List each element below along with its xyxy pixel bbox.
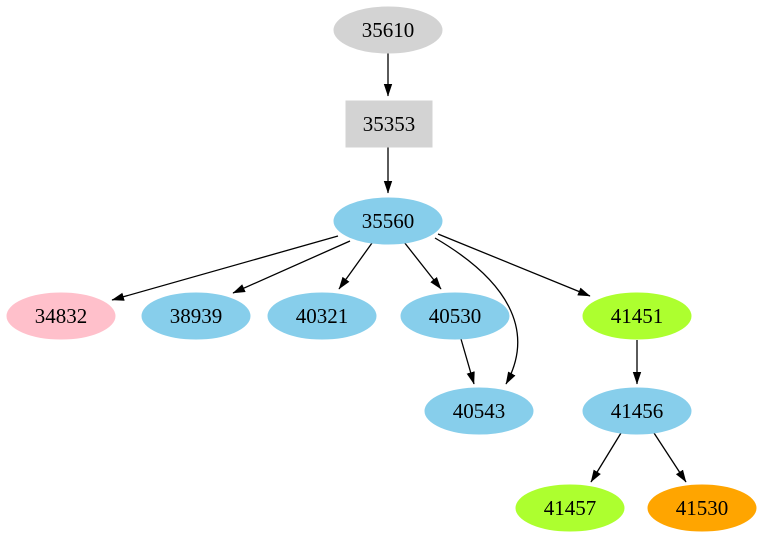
node-shape-ellipse [515,484,625,532]
node-shape-ellipse [647,484,757,532]
node-40321: 40321 [267,292,377,340]
node-label-41456: 41456 [611,399,664,423]
node-label-38939: 38939 [170,304,223,328]
edge-35560-34832 [111,235,339,301]
node-label-40321: 40321 [296,304,349,328]
edge-35560-40321 [338,242,373,290]
node-shape-ellipse [424,387,534,435]
node-label-40543: 40543 [453,399,506,423]
node-shape-ellipse [400,292,510,340]
node-shape-box [345,100,433,148]
node-shape-ellipse [267,292,377,340]
node-label-41457: 41457 [544,496,597,520]
node-shape-ellipse [333,197,443,245]
edge-35560-41451 [437,233,591,297]
edge-35560-40543 [434,237,519,385]
node-shape-ellipse [582,292,692,340]
node-40543: 40543 [424,387,534,435]
edge-41456-41530 [653,432,687,483]
edge-35560-38939 [232,240,351,294]
node-41530: 41530 [647,484,757,532]
edge-41456-41457 [590,432,622,483]
node-label-35560: 35560 [362,209,415,233]
node-label-34832: 34832 [35,304,88,328]
node-41451: 41451 [582,292,692,340]
node-35353: 35353 [345,100,433,148]
node-40530: 40530 [400,292,510,340]
edge-35560-40530 [403,241,442,290]
node-shape-ellipse [333,6,443,54]
node-shape-ellipse [6,292,116,340]
node-38939: 38939 [141,292,251,340]
node-shape-ellipse [141,292,251,340]
node-41457: 41457 [515,484,625,532]
node-label-41530: 41530 [676,496,729,520]
node-shape-ellipse [582,387,692,435]
node-34832: 34832 [6,292,116,340]
node-label-35353: 35353 [363,112,416,136]
nodes-layer: 35610 35353 35560 34832 38939 40321 40530 41451… [6,6,757,532]
node-41456: 41456 [582,387,692,435]
node-label-41451: 41451 [611,304,664,328]
node-label-40530: 40530 [429,304,482,328]
node-label-35610: 35610 [362,18,415,42]
node-35560: 35560 [333,197,443,245]
node-35610: 35610 [333,6,443,54]
edge-40530-40543 [460,338,475,385]
edges-layer [111,53,687,483]
